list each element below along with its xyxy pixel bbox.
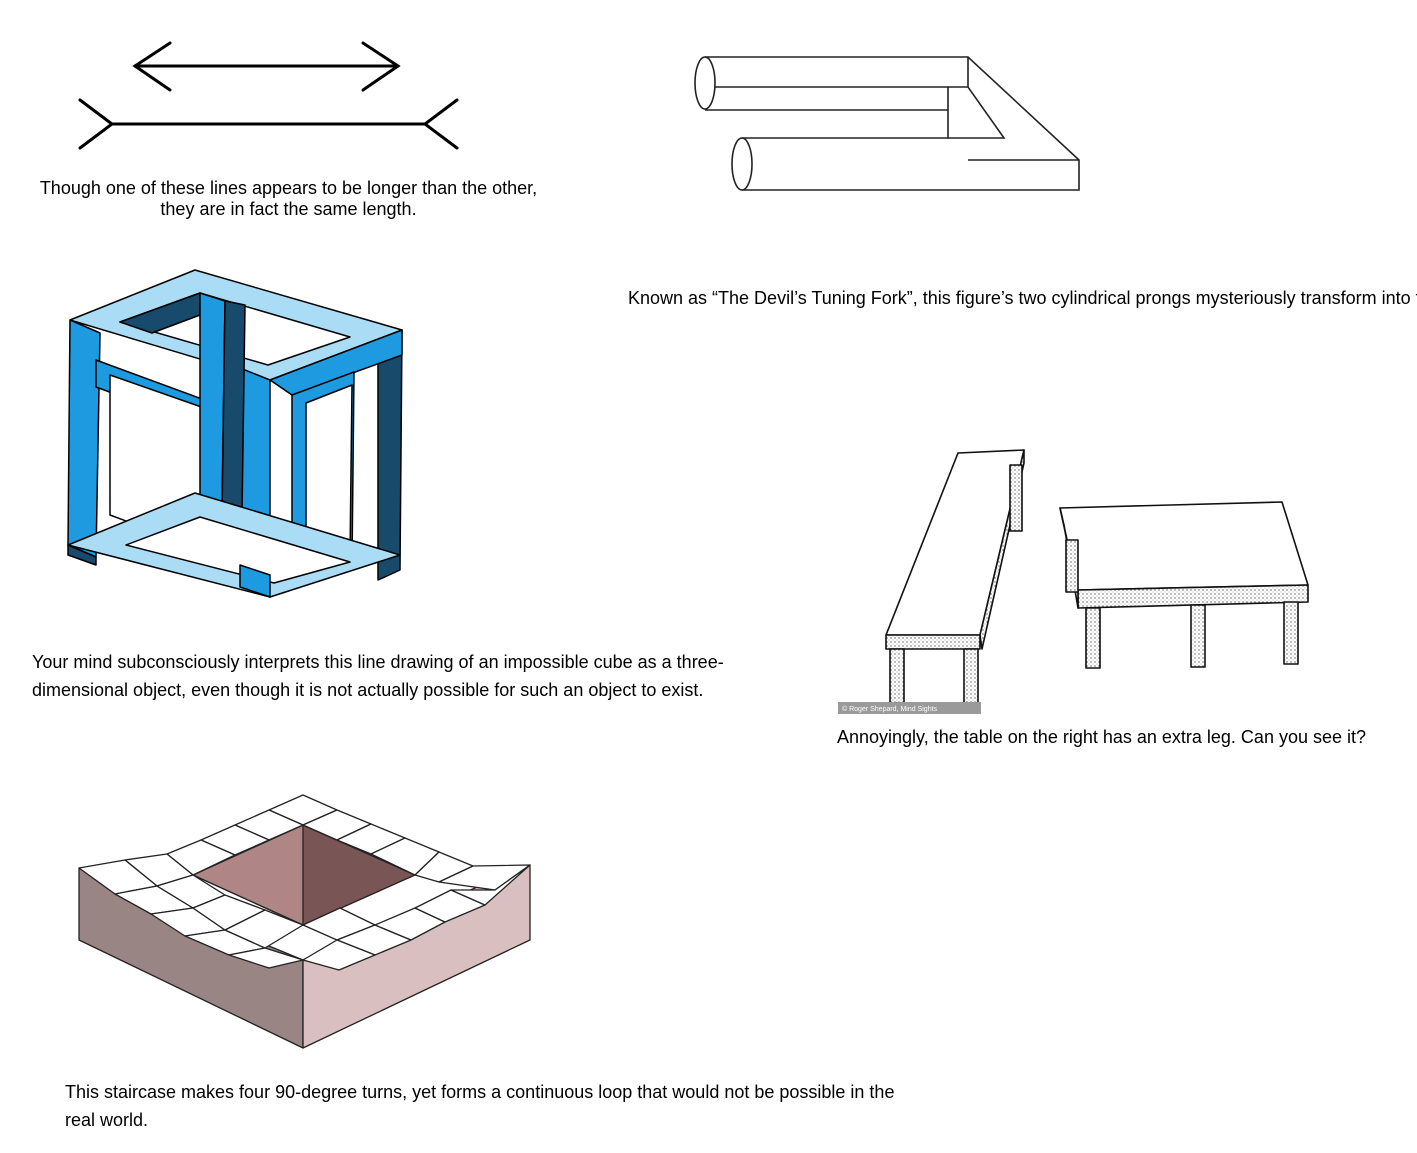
- impossible-cube-caption: Your mind subconsciously interprets this…: [32, 652, 724, 700]
- right-table-top: [1059, 501, 1309, 591]
- bottom-fin-left: [78, 98, 115, 150]
- devils-fork-caption: Known as “The Devil’s Tuning Fork”, this…: [628, 288, 1417, 308]
- shepard-tables-caption: Annoyingly, the table on the right has a…: [837, 727, 1367, 747]
- right-table-leg: [1085, 607, 1101, 669]
- cube-left-post: [67, 319, 101, 558]
- top-arrow-left: [132, 41, 172, 92]
- penrose-stairs-caption: This staircase makes four 90-degree turn…: [65, 1082, 895, 1130]
- muller-lyer-figure: [78, 41, 459, 150]
- cube-right-post: [377, 329, 403, 581]
- impossible-cube-figure: [67, 269, 403, 598]
- penrose-stairs-figure: [78, 794, 531, 1049]
- shepard-tables-figure: © Roger Shepard, Mind Sights: [838, 449, 1309, 714]
- top-arrow-right: [361, 41, 401, 92]
- left-table-leg: [889, 648, 905, 710]
- muller-lyer-caption: Though one of these lines appears to be …: [39, 178, 538, 219]
- devils-fork-figure: [694, 56, 1080, 191]
- fork-upper-prong: [705, 86, 1006, 139]
- upper-prong-end: [694, 56, 716, 110]
- stairs-steps: [78, 794, 531, 971]
- lower-prong-end: [731, 137, 753, 191]
- bottom-fin-right: [422, 98, 459, 150]
- shepard-credit: © Roger Shepard, Mind Sights: [842, 705, 938, 713]
